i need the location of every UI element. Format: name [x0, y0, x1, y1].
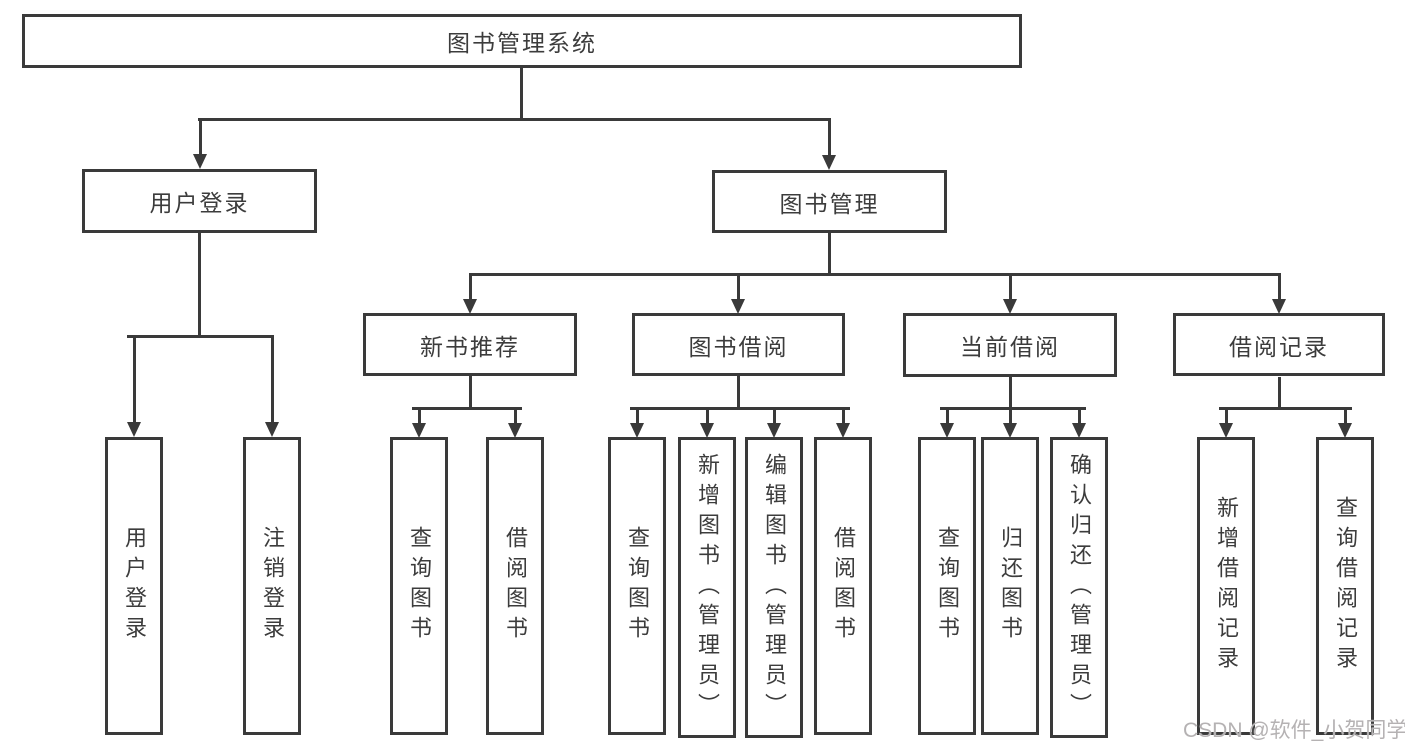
arrow-down-icon	[1003, 273, 1017, 314]
leaf-edit-book-admin: 编辑图书（管理员）	[745, 437, 803, 738]
connector-line	[828, 233, 831, 276]
leaf-user-login: 用户登录	[105, 437, 163, 735]
node-current-borrow: 当前借阅	[903, 313, 1117, 377]
connector-line	[737, 376, 740, 410]
connector-line	[1278, 377, 1281, 410]
arrow-down-icon	[463, 273, 477, 314]
leaf-query-book-recommend: 查询图书	[390, 437, 448, 735]
leaf-add-borrow-record: 新增借阅记录	[1197, 437, 1255, 735]
arrow-down-icon	[1338, 407, 1352, 438]
arrow-down-icon	[767, 407, 781, 438]
arrow-down-icon	[1272, 273, 1286, 314]
leaf-query-book-borrow: 查询图书	[608, 437, 666, 735]
arrow-down-icon	[700, 407, 714, 438]
connector-line	[940, 407, 1086, 410]
leaf-query-borrow-record: 查询借阅记录	[1316, 437, 1374, 735]
node-borrow-records: 借阅记录	[1173, 313, 1385, 376]
arrow-down-icon	[193, 118, 207, 169]
connector-line	[127, 335, 274, 338]
connector-line	[630, 407, 850, 410]
leaf-return-book: 归还图书	[981, 437, 1039, 735]
node-book-borrow: 图书借阅	[632, 313, 845, 376]
leaf-borrow-book-recommend: 借阅图书	[486, 437, 544, 735]
leaf-query-book-current: 查询图书	[918, 437, 976, 735]
leaf-logout: 注销登录	[243, 437, 301, 735]
leaf-add-book-admin: 新增图书（管理员）	[678, 437, 736, 738]
arrow-down-icon	[265, 335, 279, 437]
arrow-down-icon	[412, 407, 426, 438]
connector-line	[198, 118, 831, 121]
watermark: CSDN @软件_小贺同学	[1183, 719, 1405, 742]
arrow-down-icon	[127, 335, 141, 437]
arrow-down-icon	[1072, 407, 1086, 438]
connector-line	[469, 273, 1281, 276]
connector-line	[412, 407, 522, 410]
connector-line	[469, 376, 472, 410]
arrow-down-icon	[1219, 407, 1233, 438]
leaf-borrow-book-borrow: 借阅图书	[814, 437, 872, 735]
arrow-down-icon	[630, 407, 644, 438]
node-root: 图书管理系统	[22, 14, 1022, 68]
arrow-down-icon	[822, 118, 836, 170]
leaf-confirm-return-admin: 确认归还（管理员）	[1050, 437, 1108, 738]
node-book-management: 图书管理	[712, 170, 947, 233]
connector-line	[198, 233, 201, 338]
arrow-down-icon	[508, 407, 522, 438]
arrow-down-icon	[940, 407, 954, 438]
node-user-login: 用户登录	[82, 169, 317, 233]
connector-line	[520, 68, 523, 121]
connector-line	[1009, 377, 1012, 410]
connector-line	[1219, 407, 1352, 410]
arrow-down-icon	[731, 273, 745, 314]
arrow-down-icon	[1003, 407, 1017, 438]
arrow-down-icon	[836, 407, 850, 438]
node-new-book-recommend: 新书推荐	[363, 313, 577, 376]
